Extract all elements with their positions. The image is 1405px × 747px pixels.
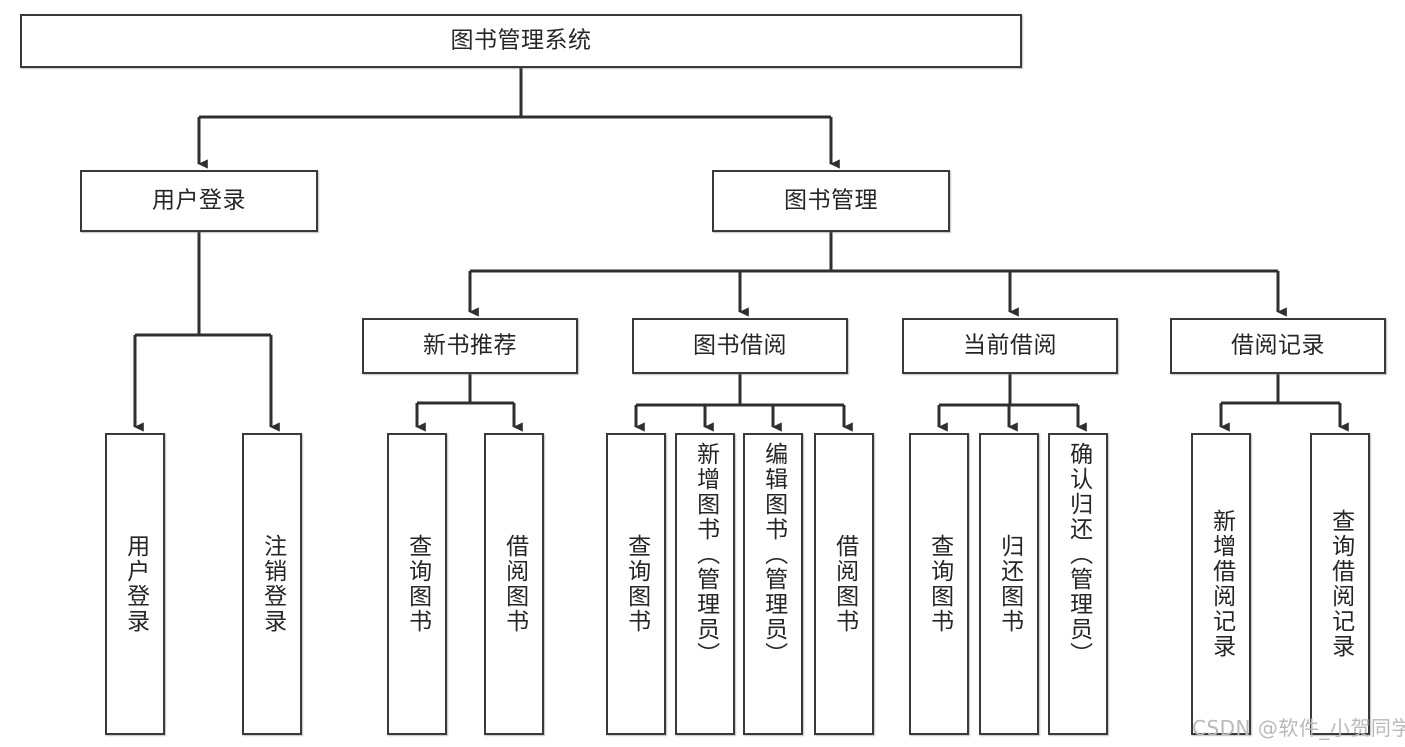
node-leaf-user-login[interactable]: 用户登录 xyxy=(105,433,165,735)
node-leaf-confirm-return[interactable]: 确认归还（管理员） xyxy=(1048,433,1108,735)
node-leaf-confirm-return-label: 确认归还（管理员） xyxy=(1065,442,1092,667)
node-leaf-query-book-1[interactable]: 查询图书 xyxy=(387,433,447,735)
node-book-manage[interactable]: 图书管理 xyxy=(712,170,950,232)
node-leaf-query-book-3[interactable]: 查询图书 xyxy=(909,433,969,735)
node-leaf-add-book-label: 新增图书（管理员） xyxy=(692,442,719,667)
node-new-book-rec-label: 新书推荐 xyxy=(423,332,517,359)
node-leaf-query-book-2[interactable]: 查询图书 xyxy=(606,433,666,735)
node-leaf-user-logout-label: 注销登录 xyxy=(259,534,286,634)
node-borrow-record[interactable]: 借阅记录 xyxy=(1170,318,1386,374)
node-leaf-borrow-book-1-label: 借阅图书 xyxy=(501,534,528,634)
watermark-text: CSDN @软件_小贺同学 xyxy=(1192,716,1405,740)
node-leaf-add-record[interactable]: 新增借阅记录 xyxy=(1191,433,1251,735)
node-user-login[interactable]: 用户登录 xyxy=(80,170,318,232)
node-leaf-query-record-label: 查询借阅记录 xyxy=(1327,509,1354,659)
node-leaf-return-book[interactable]: 归还图书 xyxy=(979,433,1039,735)
node-leaf-query-book-2-label: 查询图书 xyxy=(623,534,650,634)
node-borrow-record-label: 借阅记录 xyxy=(1231,332,1325,359)
node-leaf-query-book-3-label: 查询图书 xyxy=(926,534,953,634)
node-leaf-user-login-label: 用户登录 xyxy=(122,534,149,634)
node-root[interactable]: 图书管理系统 xyxy=(20,14,1022,68)
node-leaf-add-book[interactable]: 新增图书（管理员） xyxy=(675,433,735,735)
node-leaf-borrow-book-1[interactable]: 借阅图书 xyxy=(484,433,544,735)
node-user-login-label: 用户登录 xyxy=(152,187,246,214)
node-root-label: 图书管理系统 xyxy=(450,27,592,54)
node-leaf-borrow-book-2[interactable]: 借阅图书 xyxy=(814,433,874,735)
node-new-book-rec[interactable]: 新书推荐 xyxy=(362,318,578,374)
node-leaf-edit-book-label: 编辑图书（管理员） xyxy=(760,442,787,667)
node-book-borrow[interactable]: 图书借阅 xyxy=(632,318,848,374)
node-leaf-add-record-label: 新增借阅记录 xyxy=(1208,509,1235,659)
node-leaf-edit-book[interactable]: 编辑图书（管理员） xyxy=(743,433,803,735)
node-leaf-return-book-label: 归还图书 xyxy=(996,534,1023,634)
node-leaf-borrow-book-2-label: 借阅图书 xyxy=(831,534,858,634)
node-current-borrow[interactable]: 当前借阅 xyxy=(902,318,1118,374)
node-book-borrow-label: 图书借阅 xyxy=(693,332,787,359)
node-leaf-query-book-1-label: 查询图书 xyxy=(404,534,431,634)
node-book-manage-label: 图书管理 xyxy=(784,187,878,214)
node-current-borrow-label: 当前借阅 xyxy=(963,332,1057,359)
node-leaf-user-logout[interactable]: 注销登录 xyxy=(242,433,302,735)
node-leaf-query-record[interactable]: 查询借阅记录 xyxy=(1310,433,1370,735)
